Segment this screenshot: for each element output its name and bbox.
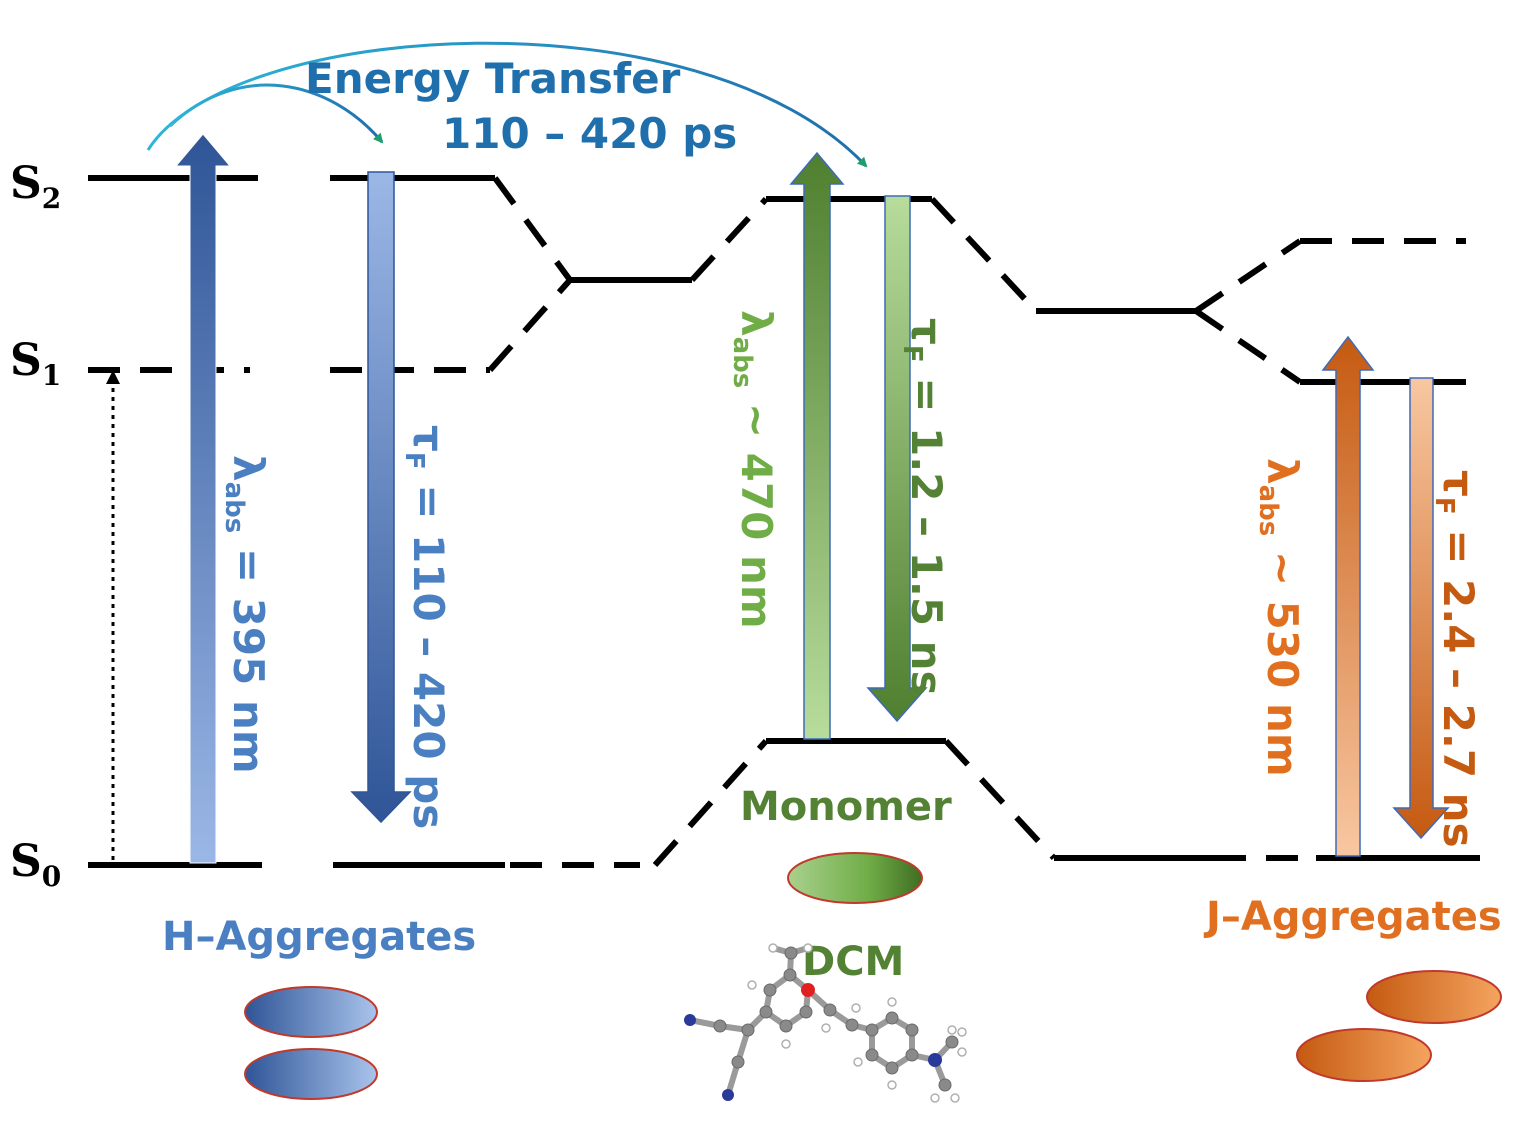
monomer-fluorescence-label: τF = 1.2 – 1.5 ns xyxy=(897,318,951,696)
monomer-oval xyxy=(787,852,923,904)
j-aggregate-ovals xyxy=(1296,970,1502,1082)
h-oval-bottom xyxy=(244,1048,378,1100)
dcm-molecule xyxy=(684,943,967,1103)
state-label-s2: S2 xyxy=(10,158,61,215)
energy-transfer-title: Energy Transfer xyxy=(305,54,681,103)
connector-j-upper xyxy=(1194,238,1302,314)
dashed-connectors xyxy=(88,176,1466,868)
transfer-curve-to-h xyxy=(168,83,384,144)
connector-mono-left xyxy=(689,196,769,283)
dotted-arrow xyxy=(106,370,120,860)
j-absorption-arrow xyxy=(1321,335,1375,857)
energy-transfer-time: 110 – 420 ps xyxy=(442,109,737,158)
j-aggregates-title: J–Aggregates xyxy=(1203,894,1502,940)
monomer-fluorescence-arrow xyxy=(866,195,928,723)
h-aggregate-ovals xyxy=(244,986,378,1100)
connector-h-upper xyxy=(492,176,573,282)
h-aggregates-title: H–Aggregates xyxy=(162,914,476,960)
j-oval-top xyxy=(1366,970,1502,1024)
energy-levels xyxy=(88,175,1480,868)
connector-mono-s0-left xyxy=(652,738,769,868)
j-fluorescence-label: τF = 2.4 – 2.7 ns xyxy=(1429,470,1483,848)
state-label-s1: S1 xyxy=(10,335,61,392)
j-fluorescence-arrow xyxy=(1392,377,1450,840)
monomer-absorption-arrow xyxy=(789,151,845,740)
connector-j-lower xyxy=(1194,308,1302,385)
nitrogen-atom xyxy=(684,1014,696,1026)
nitrogen-atom xyxy=(722,1089,734,1101)
h-fluorescence-arrow xyxy=(350,171,412,824)
dcm-title: DCM xyxy=(802,939,904,985)
connector-h-lower xyxy=(487,278,573,372)
state-label-s0: S0 xyxy=(10,836,61,893)
monomer-title: Monomer xyxy=(740,784,952,830)
h-absorption-label: λabs = 395 nm xyxy=(219,455,273,774)
energy-transfer-curves xyxy=(146,41,868,168)
connector-mono-s0-right xyxy=(943,738,1057,861)
h-fluorescence-label: τF = 110 – 420 ps xyxy=(399,425,453,829)
h-oval-top xyxy=(244,986,378,1038)
oxygen-atom xyxy=(801,983,815,997)
h-absorption-arrow xyxy=(174,133,232,864)
nitrogen-atom xyxy=(928,1053,942,1067)
monomer-absorption-label: λabs ~ 470 nm xyxy=(727,310,781,629)
j-oval-bottom xyxy=(1296,1028,1432,1082)
connector-mono-right xyxy=(929,196,1039,314)
j-absorption-label: λabs ~ 530 nm xyxy=(1253,458,1307,777)
